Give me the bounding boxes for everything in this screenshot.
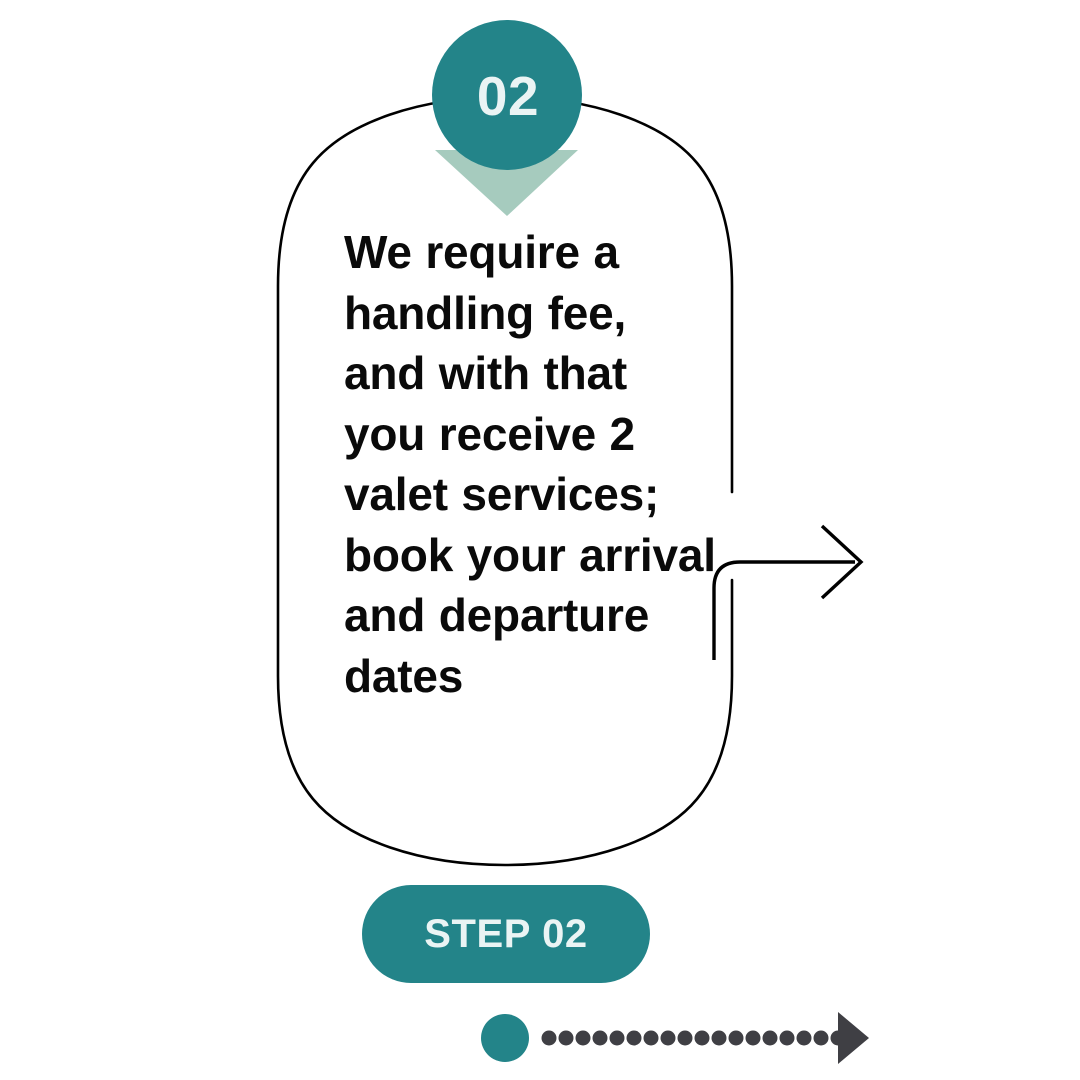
step-marker-number: 02 [476,64,540,127]
progress-dots [541,1030,846,1046]
flow-arrow-right [712,524,864,660]
pin-triangle-icon [435,150,578,216]
progress-current-marker[interactable] [481,1014,529,1062]
progress-end-arrow-icon [838,1012,869,1064]
flow-arrow-line [712,560,855,660]
step-pill-background[interactable] [362,885,650,983]
progress-track [481,1012,869,1064]
capsule-outline-lower [276,95,734,867]
step-description-text: We require a handling fee, and with that… [344,226,716,702]
pin-circle-icon [432,20,582,170]
flow-arrow-head-icon [820,524,864,600]
step-marker-pin [432,20,582,216]
step-pill-label[interactable]: STEP 02 [424,912,588,956]
